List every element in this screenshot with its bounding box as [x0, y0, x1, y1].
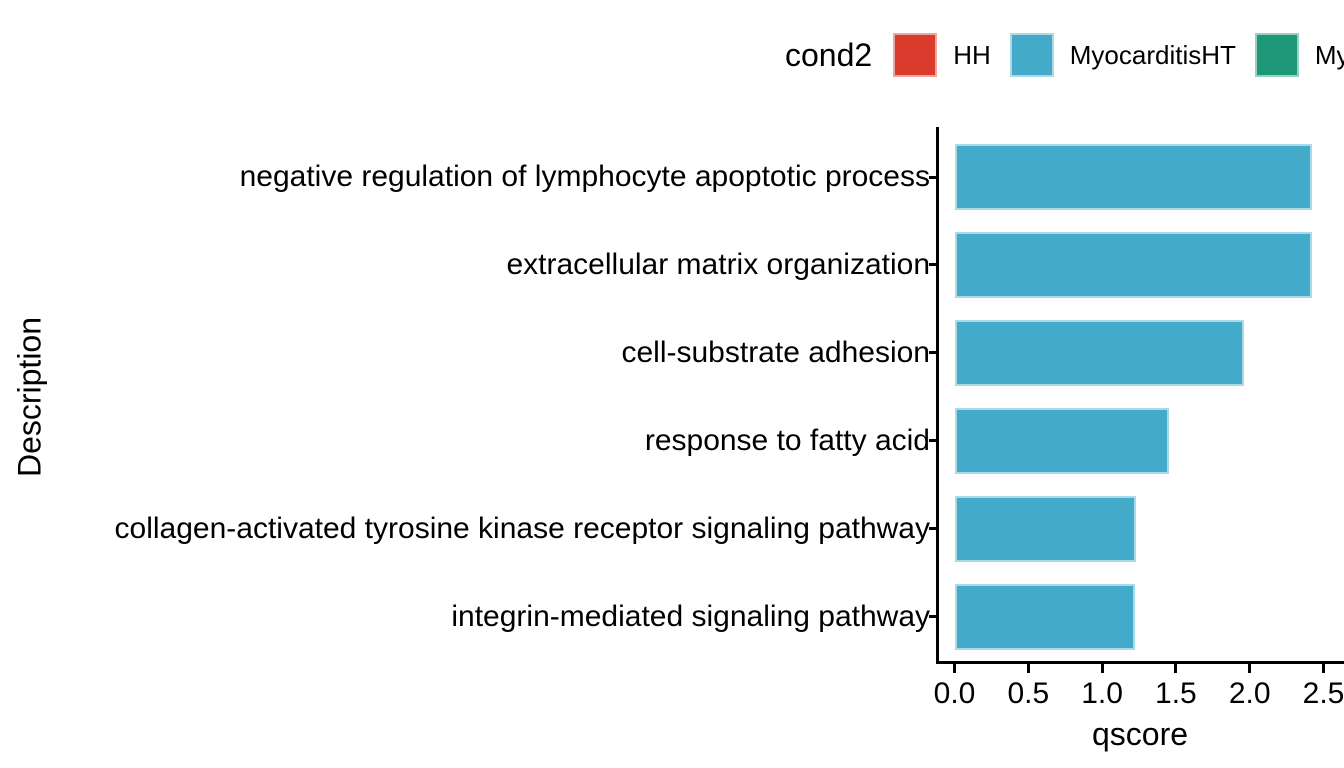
legend-swatch — [893, 33, 938, 77]
legend-swatch — [1009, 33, 1054, 77]
x-tick-label: 1.0 — [1081, 677, 1123, 710]
x-axis-line — [936, 661, 1344, 664]
category-label: integrin-mediated signaling pathway — [451, 599, 930, 633]
x-tick-label: 0.5 — [1007, 677, 1050, 710]
y-axis-tick — [929, 263, 936, 267]
x-tick-label: 2.5 — [1302, 677, 1344, 710]
category-label: extracellular matrix organization — [506, 247, 930, 281]
category-label: response to fatty acid — [644, 423, 930, 457]
legend-entry: My — [1254, 33, 1344, 77]
x-axis-tick — [1322, 664, 1325, 673]
legend: cond2 HH MyocarditisHT My — [785, 29, 1344, 81]
legend-entry-label: MyocarditisHT — [1069, 39, 1236, 70]
legend-entry-label: My — [1314, 39, 1344, 70]
x-axis-tick — [1100, 664, 1104, 673]
y-axis-tick — [929, 351, 936, 355]
category-label: negative regulation of lymphocyte apopto… — [239, 160, 930, 193]
x-axis-title: qscore — [1091, 716, 1189, 752]
legend-swatch — [1254, 33, 1299, 77]
y-axis-tick — [929, 527, 936, 531]
x-tick-label: 0.0 — [933, 677, 976, 710]
y-axis-tick — [929, 615, 936, 618]
bar — [954, 319, 1244, 386]
legend-entries: HH MyocarditisHT My — [893, 33, 1344, 77]
category-label: collagen-activated tyrosine kinase recep… — [114, 511, 930, 545]
bar — [954, 583, 1135, 650]
y-axis-title: Description — [11, 316, 48, 478]
bar — [954, 144, 1312, 210]
y-axis-line — [936, 127, 939, 664]
bar — [954, 495, 1137, 562]
bar — [954, 407, 1169, 474]
legend-entry: HH — [893, 33, 991, 77]
legend-entry-label: HH — [953, 39, 991, 70]
x-tick-label: 1.5 — [1155, 677, 1197, 710]
y-axis-tick — [929, 439, 936, 443]
x-axis-tick — [953, 664, 956, 673]
x-axis-tick — [1026, 664, 1030, 673]
bar — [954, 231, 1312, 298]
category-label: cell-substrate adhesion — [621, 335, 930, 369]
x-axis-tick — [1174, 664, 1178, 673]
legend-title: cond2 — [785, 36, 873, 73]
x-tick-label: 2.0 — [1228, 677, 1271, 710]
y-axis-tick — [929, 175, 936, 179]
x-axis-tick — [1248, 664, 1252, 673]
legend-entry: MyocarditisHT — [1009, 33, 1236, 77]
